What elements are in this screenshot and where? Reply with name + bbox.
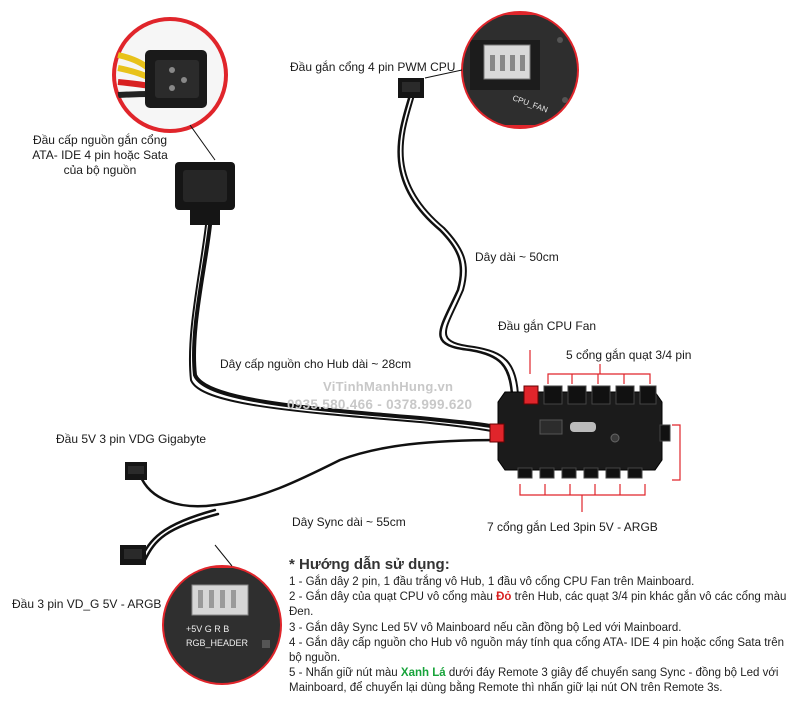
label-sync-wire: Dây Sync dài ~ 55cm (292, 515, 406, 529)
rgb-header-inset: +5V G R B RGB_HEADER (162, 565, 282, 685)
guide-step-2: 2 - Gắn dây của quạt CPU vô cổng màu Đỏ … (289, 590, 794, 620)
label-ata-power-line1: Đầu cấp nguồn gắn cổng (32, 133, 168, 147)
cables (138, 93, 519, 562)
label-ata-power-line2: ATA- IDE 4 pin hoặc Sata (32, 148, 168, 162)
guide-step-5-b: dưới đáy Remote 3 giây để chuyển sang Sy… (289, 667, 779, 695)
guide-step-5-green: Xanh Lá (400, 667, 446, 680)
fan-port (615, 385, 635, 405)
leader-line (424, 69, 463, 79)
led-port (561, 467, 577, 479)
led-port (539, 467, 555, 479)
label-pwm-cpu: Đầu gắn cổng 4 pin PWM CPU (290, 60, 456, 74)
label-cpu-fan: Đầu gắn CPU Fan (498, 319, 597, 333)
guide-step-5: 5 - Nhấn giữ nút màu Xanh Lá dưới đáy Re… (289, 666, 794, 696)
fan-port (591, 385, 611, 405)
guide-step-4: 4 - Gắn dây cấp nguồn cho Hub vô nguồn m… (289, 636, 785, 665)
bracket-lines (519, 350, 681, 512)
guide-step-3: 3 - Gắn dây Sync Led 5V vô Mainboard nếu… (289, 621, 682, 634)
fan-port (543, 385, 563, 405)
guide-step-5-a: 5 - Nhấn giữ nút màu (289, 667, 401, 680)
guide-step-1: 1 - Gắn dây 2 pin, 1 đầu trắng vô Hub, 1… (289, 576, 695, 588)
led-port (627, 467, 643, 479)
led-port (605, 467, 621, 479)
watermark-phone: 0935.580.466 - 0378.999.620 (287, 397, 473, 412)
guide-step-2-red: Đỏ (496, 591, 512, 604)
vd-g-plug (120, 545, 146, 565)
usage-guide: * Hướng dẫn sử dụng: 1 - Gắn dây 2 pin, … (289, 555, 794, 697)
molex-plug (175, 162, 235, 225)
molex-connector-inset (112, 17, 228, 133)
cpu-fan-header-inset: CPU_FAN (461, 11, 579, 129)
fan-port (567, 385, 587, 405)
guide-title: * Hướng dẫn sử dụng: (289, 556, 450, 573)
label-vdg-gigabyte: Đầu 5V 3 pin VDG Gigabyte (56, 432, 207, 446)
label-wire-50: Dây dài ~ 50cm (475, 250, 559, 264)
led-port (517, 467, 533, 479)
pwm-plug (398, 78, 424, 98)
fan-hub-board (489, 385, 671, 479)
label-fan-ports: 5 cổng gắn quạt 3/4 pin (566, 348, 692, 362)
vdg-plug (125, 462, 147, 480)
label-hub-power: Dây cấp nguồn cho Hub dài ~ 28cm (220, 357, 412, 371)
rgb-pins-label: +5V G R B (186, 624, 229, 634)
rgb-header-label: RGB_HEADER (186, 638, 249, 648)
leader-line (189, 124, 216, 161)
label-vd-g: Đầu 3 pin VD_G 5V - ARGB (12, 597, 162, 611)
label-ata-power-line3: của bộ nguồn (63, 163, 137, 177)
power-port-red (489, 423, 505, 443)
led-port (583, 467, 599, 479)
leader-line (214, 544, 233, 567)
guide-step-2-a: 2 - Gắn dây của quạt CPU vô cổng màu (289, 591, 497, 604)
guide-step-2-b: trên Hub, các quạt 3/4 pin khác gắn vô c… (289, 591, 787, 619)
fan-port (639, 385, 657, 405)
label-led-ports: 7 cổng gắn Led 3pin 5V - ARGB (487, 520, 658, 534)
cpu-fan-port-red (523, 385, 539, 405)
watermark-site: ViTinhManhHung.vn (323, 379, 454, 394)
label-ata-power: Đầu cấp nguồn gắn cổng ATA- IDE 4 pin ho… (20, 133, 180, 178)
led-port (659, 424, 671, 442)
